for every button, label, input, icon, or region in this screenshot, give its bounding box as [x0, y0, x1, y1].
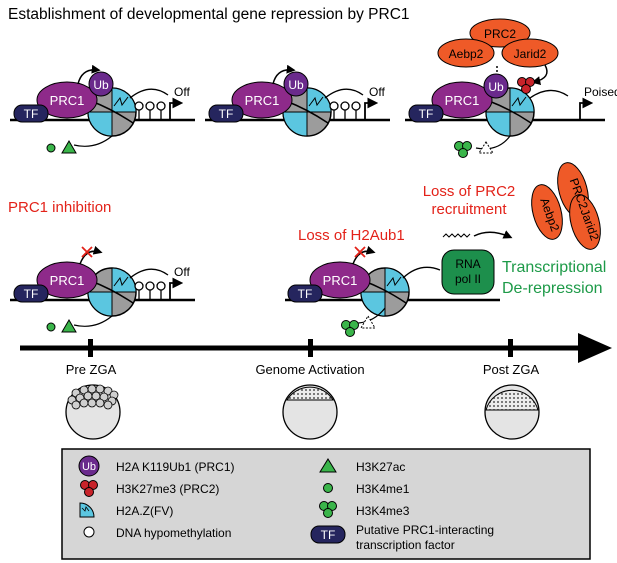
blocked-cross: [81, 246, 93, 258]
aebp2-label: Aebp2: [449, 47, 484, 61]
rna-pol-label-line1: RNA: [455, 257, 480, 271]
hypomethylation-lollipops: [134, 281, 166, 300]
embryo-genome-activation: [282, 384, 338, 440]
derepression-label: De-repression: [502, 280, 602, 297]
ub-mark: [483, 73, 509, 99]
prc1-complex: [36, 261, 98, 299]
lost-h3k27ac-mark: [360, 315, 376, 329]
prc1-complex: [309, 261, 371, 299]
rna-pol-label-line2: pol II: [455, 272, 481, 286]
ub-icon-label: Ub: [82, 461, 96, 473]
h3k27ac-icon: [319, 458, 337, 473]
tf-badge: [13, 104, 49, 123]
tf-label: TF: [24, 107, 39, 121]
poised-label: Poised: [584, 85, 617, 99]
off-label: Off: [174, 265, 190, 279]
h3k4me1-mark: [46, 143, 56, 153]
legend-item-k4me1: H3K4me1: [356, 482, 410, 496]
legend-item-k27me3: H3K27me3 (PRC2): [116, 482, 219, 496]
h2az-icon: [79, 502, 95, 518]
loss-prc2-label-line1: Loss of PRC2: [423, 183, 516, 200]
lost-h3k27ac-mark: [478, 141, 494, 154]
blocked-cross: [354, 246, 366, 258]
stage-label: Post ZGA: [483, 362, 540, 377]
tf-label: TF: [419, 107, 434, 121]
loss-h2aub1-label: Loss of H2Aub1: [298, 227, 405, 244]
h3k4me1-mark: [46, 322, 56, 332]
prc1-label: PRC1: [50, 93, 85, 108]
legend-item-h2az: H2A.Z(FV): [116, 504, 173, 518]
ub-label: Ub: [93, 78, 109, 92]
prc1-label: PRC1: [245, 93, 280, 108]
legend-item-k4me3: H3K4me3: [356, 504, 410, 518]
h3k27ac-mark: [61, 140, 77, 154]
panel-5-derepressed: PRC1 TF RNA pol II: [285, 230, 513, 337]
off-label: Off: [369, 85, 385, 99]
figure-title: Establishment of developmental gene repr…: [8, 6, 410, 23]
timeline-arrowhead: [578, 333, 612, 363]
rna-pol-ii: [441, 249, 495, 295]
h3k4me3-icon: [319, 501, 337, 518]
h3k4me3-mark: [341, 320, 359, 337]
prc1-inhibition-label: PRC1 inhibition: [8, 199, 111, 216]
prc1-label: PRC1: [50, 273, 85, 288]
hypomethylation-lollipops: [134, 101, 166, 120]
h3k4me1-icon: [323, 483, 333, 493]
tf-badge: [287, 284, 323, 303]
tf-label: TF: [219, 107, 234, 121]
tf-label: TF: [24, 287, 39, 301]
panel-3-poised: PRC1 TF Ub PRC2 Aebp2 Jarid2 Poised: [405, 18, 617, 158]
stage-label: Pre ZGA: [66, 362, 117, 377]
ub-icon: [78, 455, 100, 477]
panel-2-off: PRC1 TF Ub Off: [205, 64, 390, 137]
hypomethylation-icon: [83, 526, 95, 538]
off-label: Off: [174, 85, 190, 99]
nucleosome: [87, 267, 137, 317]
panel-4-inhibited: PRC1 TF Off: [10, 245, 195, 333]
ub-mark: [283, 71, 309, 97]
ub-mark: [88, 71, 114, 97]
tf-label: TF: [298, 287, 313, 301]
detached-prc2-complex: PRC2 Aebp2 Jarid2: [531, 162, 602, 250]
legend-item-ub: H2A K119Ub1 (PRC1): [116, 460, 235, 474]
h3k27me3-marks: [517, 77, 535, 94]
transcriptional-label: Transcriptional: [502, 259, 606, 276]
legend-item-hypomethylation: DNA hypomethylation: [116, 526, 231, 540]
embryo-pre-zga: [65, 384, 121, 440]
loss-prc2-label-line2: recruitment: [431, 201, 507, 218]
legend-item-k27ac: H3K27ac: [356, 460, 405, 474]
prc1-label: PRC1: [323, 273, 358, 288]
tf-icon: [310, 525, 346, 544]
ub-label: Ub: [488, 80, 504, 94]
prc1-complex: [431, 81, 493, 119]
prc1-complex: [231, 81, 293, 119]
prc1-complex: [36, 81, 98, 119]
hypomethylation-lollipops: [329, 101, 361, 120]
h3k27me3-icon: [80, 480, 98, 497]
nucleosome: [87, 87, 137, 137]
tf-badge: [13, 284, 49, 303]
tf-icon-label: TF: [321, 528, 336, 542]
legend-item-tf-line2: transcription factor: [356, 538, 455, 552]
prc1-label: PRC1: [445, 93, 480, 108]
prc2-label: PRC2: [484, 27, 516, 41]
embryo-post-zga: [484, 384, 540, 440]
h3k4me3-mark: [454, 141, 472, 158]
prc2-complex: [437, 18, 559, 68]
ub-label: Ub: [288, 78, 304, 92]
tf-badge: [208, 104, 244, 123]
tf-badge: [408, 104, 444, 123]
panel-1-off: PRC1 TF Ub Off: [10, 64, 195, 154]
h3k27ac-mark: [61, 319, 77, 333]
legend: Ub H2A K119Ub1 (PRC1) H3K27me3 (PRC2) H2…: [61, 448, 591, 560]
legend-item-tf-line1: Putative PRC1-interacting: [356, 523, 494, 537]
stage-label: Genome Activation: [255, 362, 364, 377]
nucleosome: [485, 87, 535, 137]
jarid2-label: Jarid2: [514, 47, 547, 61]
timeline: Pre ZGA Genome Activation Post ZGA: [20, 333, 612, 377]
